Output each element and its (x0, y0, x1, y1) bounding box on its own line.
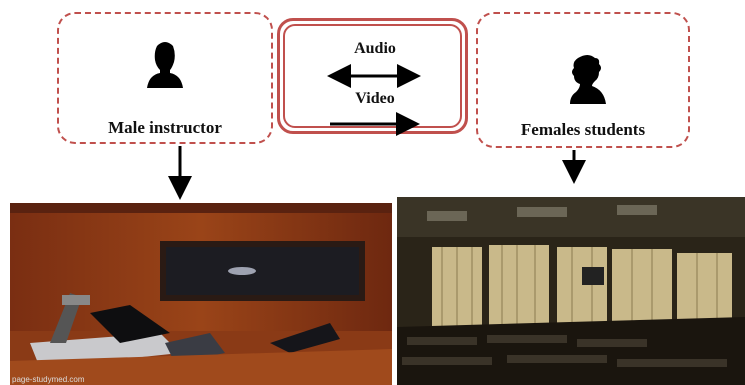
instructor-room-photo: page-studymed.com (10, 203, 392, 385)
photo-watermark: page-studymed.com (12, 375, 85, 384)
students-box: Females students (476, 12, 690, 148)
male-silhouette-icon (147, 42, 183, 88)
video-label: Video (355, 90, 395, 107)
female-silhouette-icon (570, 55, 606, 104)
instructor-box: Male instructor (57, 12, 273, 144)
students-label: Females students (520, 120, 646, 139)
audio-label: Audio (354, 40, 396, 57)
classroom-photo (397, 197, 745, 385)
instructor-label: Male instructor (108, 118, 222, 137)
